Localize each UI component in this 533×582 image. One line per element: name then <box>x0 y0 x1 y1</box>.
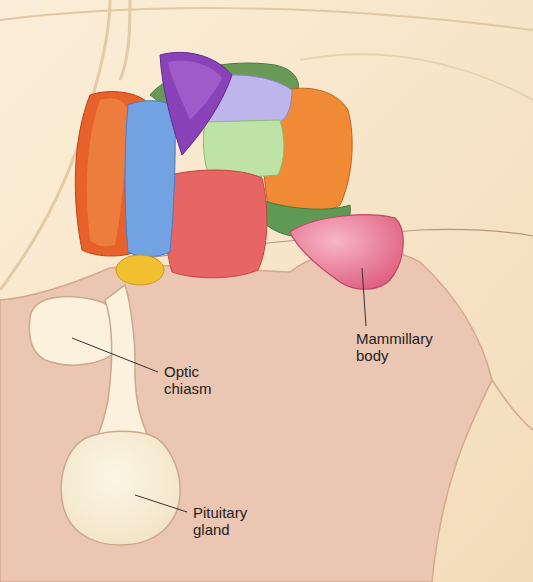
leader-line <box>362 268 366 326</box>
leader-line <box>72 338 158 372</box>
brainstem-region <box>0 249 492 582</box>
leader-line <box>135 495 187 512</box>
nucleus <box>165 170 267 278</box>
mammillary-body-shape <box>290 215 403 289</box>
nucleus <box>116 255 164 285</box>
nucleus-highlight <box>168 61 222 120</box>
pituitary-gland-shape <box>61 431 180 545</box>
brain-outline <box>120 0 130 80</box>
brain-outline <box>0 8 533 30</box>
brain-outline <box>492 380 533 430</box>
part-label: Optic chiasm <box>164 364 226 398</box>
part-label: Pituitary gland <box>193 505 265 539</box>
nucleus <box>160 52 232 155</box>
brain-outline <box>300 54 533 100</box>
pituitary-stalk <box>95 285 150 440</box>
nucleus-highlight <box>87 98 128 246</box>
nucleus <box>125 101 175 257</box>
part-label: Mammillary body <box>356 331 444 365</box>
